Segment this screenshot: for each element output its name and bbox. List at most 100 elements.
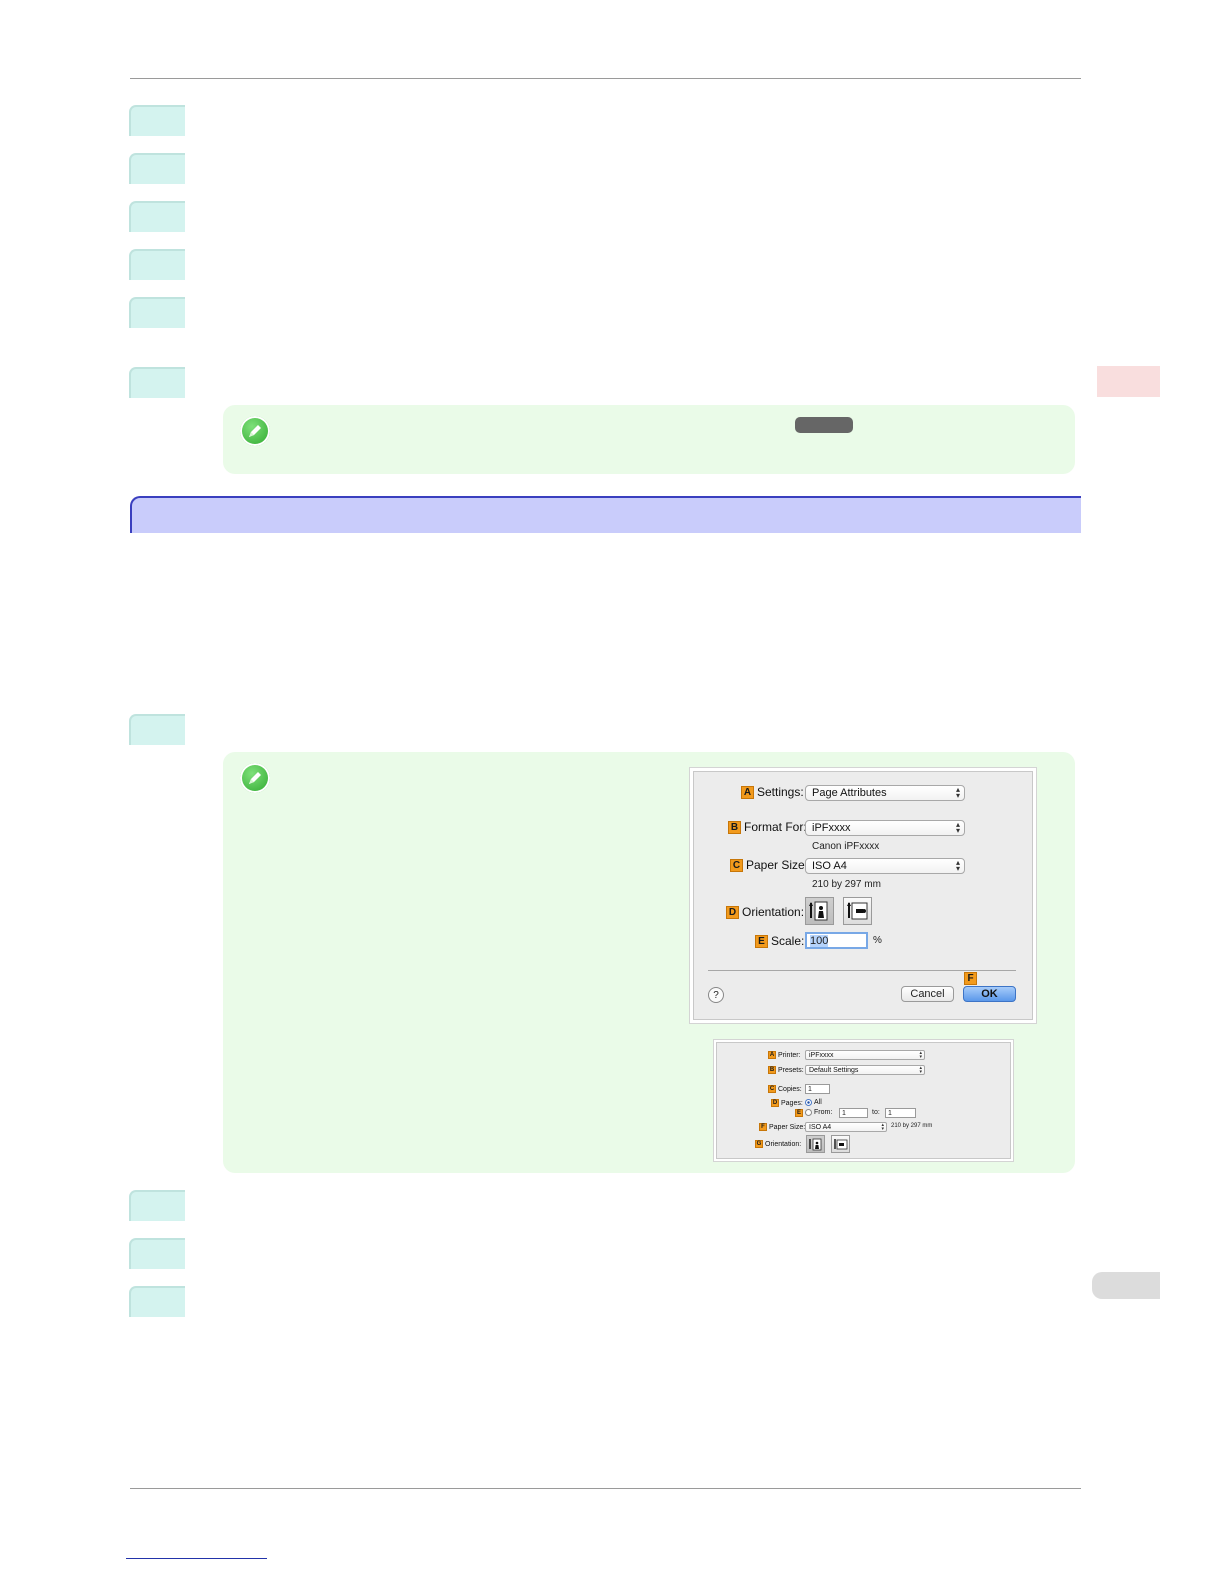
paper-size-value: ISO A4 — [812, 860, 847, 872]
pages-to-label: to: — [872, 1109, 880, 1116]
marker-b: B — [768, 1066, 776, 1074]
updown-arrows-icon: ▴▾ — [955, 858, 960, 873]
copies-label: Copies: — [778, 1085, 802, 1093]
pencil-note-icon — [240, 763, 270, 793]
copies-input[interactable]: 1 — [805, 1084, 830, 1094]
marker-g: G — [755, 1140, 763, 1148]
step-marker — [129, 201, 185, 232]
updown-arrows-icon: ▴▾ — [919, 1050, 922, 1060]
step-marker — [129, 153, 185, 184]
pages-all-label: All — [814, 1099, 822, 1106]
step-marker — [129, 1286, 185, 1317]
orientation-label: Orientation: — [742, 905, 805, 919]
step-marker — [129, 105, 185, 136]
format-for-popup[interactable]: iPFxxxx ▴▾ — [805, 820, 965, 836]
keyboard-key — [795, 417, 853, 433]
portrait-person-icon — [809, 901, 828, 921]
printer-popup[interactable]: iPFxxxx ▴▾ — [805, 1050, 925, 1060]
marker-e: E — [795, 1109, 803, 1117]
scale-input[interactable]: 100 — [805, 932, 868, 949]
page-setup-dialog: A Settings: Page Attributes ▴▾ B Format … — [693, 771, 1033, 1020]
chapter-side-tab[interactable] — [1097, 366, 1160, 397]
section-heading-bar — [130, 496, 1081, 533]
settings-label: Settings: — [757, 785, 804, 799]
printer-label: Printer: — [778, 1051, 801, 1059]
radio-selected-icon[interactable] — [805, 1099, 812, 1106]
landscape-orientation-button[interactable] — [843, 897, 872, 925]
print-paper-size-row: F Paper Size: — [759, 1123, 805, 1131]
print-paper-size-label: Paper Size: — [769, 1123, 806, 1131]
updown-arrows-icon: ▴▾ — [881, 1122, 884, 1132]
presets-value: Default Settings — [809, 1066, 859, 1074]
format-for-printer-name: Canon iPFxxxx — [812, 841, 880, 852]
step-marker — [129, 1190, 185, 1221]
paper-size-popup[interactable]: ISO A4 ▴▾ — [805, 858, 965, 874]
presets-label: Presets: — [778, 1066, 804, 1074]
marker-f: F — [759, 1123, 767, 1131]
dialog-divider — [708, 970, 1016, 971]
marker-c: C — [768, 1085, 776, 1093]
pages-all-option[interactable]: All — [805, 1099, 822, 1106]
portrait-orientation-button[interactable] — [805, 897, 834, 925]
paper-size-dimensions: 210 by 297 mm — [812, 879, 881, 890]
updown-arrows-icon: ▴▾ — [919, 1065, 922, 1075]
step-marker — [129, 367, 185, 398]
print-orientation-label: Orientation: — [765, 1140, 802, 1148]
marker-f: F — [964, 972, 977, 985]
footer-link-underline[interactable] — [126, 1558, 267, 1559]
marker-b: B — [728, 820, 741, 834]
presets-popup[interactable]: Default Settings ▴▾ — [805, 1065, 925, 1075]
pages-to-input[interactable]: 1 — [885, 1108, 916, 1118]
marker-d: D — [771, 1099, 779, 1107]
marker-c: C — [730, 858, 743, 872]
paper-size-label: Paper Size: — [746, 858, 809, 872]
step-marker — [129, 297, 185, 328]
portrait-person-icon — [809, 1138, 822, 1151]
step-marker — [129, 249, 185, 280]
print-dialog: A Printer: iPFxxxx ▴▾ B Presets: Default… — [716, 1042, 1011, 1159]
settings-value: Page Attributes — [812, 787, 887, 799]
pages-row: D Pages: — [771, 1099, 803, 1107]
print-paper-size-popup[interactable]: ISO A4 ▴▾ — [805, 1122, 887, 1132]
scale-row: E Scale: — [755, 934, 804, 948]
cancel-button[interactable]: Cancel — [901, 986, 954, 1002]
landscape-person-icon — [847, 902, 868, 920]
print-paper-size-value: ISO A4 — [809, 1123, 832, 1131]
pencil-note-icon — [240, 416, 270, 446]
page-side-tab[interactable] — [1092, 1272, 1160, 1299]
scale-unit: % — [873, 935, 882, 946]
landscape-person-icon — [834, 1139, 848, 1150]
paper-size-row: C Paper Size: — [730, 858, 808, 872]
step-marker — [129, 714, 185, 745]
orientation-row: D Orientation: — [726, 905, 804, 919]
scale-label: Scale: — [771, 934, 805, 948]
updown-arrows-icon: ▴▾ — [955, 820, 960, 835]
help-button[interactable]: ? — [708, 987, 724, 1003]
print-landscape-button[interactable] — [831, 1135, 850, 1153]
settings-row: A Settings: — [741, 785, 804, 799]
ok-button[interactable]: OK — [963, 986, 1016, 1002]
footer-rule — [130, 1488, 1081, 1489]
header-rule — [130, 78, 1081, 79]
updown-arrows-icon: ▴▾ — [955, 785, 960, 800]
note-box — [223, 405, 1075, 474]
pages-from-input[interactable]: 1 — [839, 1108, 868, 1118]
radio-unselected-icon[interactable] — [805, 1109, 812, 1116]
print-paper-size-dimensions: 210 by 297 mm — [891, 1123, 933, 1129]
marker-d: D — [726, 905, 739, 919]
format-for-row: B Format For: — [728, 820, 807, 834]
marker-e: E — [755, 934, 768, 948]
format-for-label: Format For: — [744, 820, 807, 834]
format-for-value: iPFxxxx — [812, 822, 851, 834]
pages-from-option[interactable]: From: — [805, 1109, 832, 1116]
settings-popup[interactable]: Page Attributes ▴▾ — [805, 785, 965, 801]
scale-value: 100 — [810, 934, 829, 947]
step-marker — [129, 1238, 185, 1269]
marker-a: A — [768, 1051, 776, 1059]
presets-row: B Presets: — [768, 1066, 804, 1074]
print-portrait-button[interactable] — [806, 1135, 825, 1153]
print-orientation-row: G Orientation: — [755, 1140, 801, 1148]
copies-row: C Copies: — [768, 1085, 802, 1093]
marker-a: A — [741, 785, 754, 799]
pages-label: Pages: — [781, 1099, 803, 1107]
